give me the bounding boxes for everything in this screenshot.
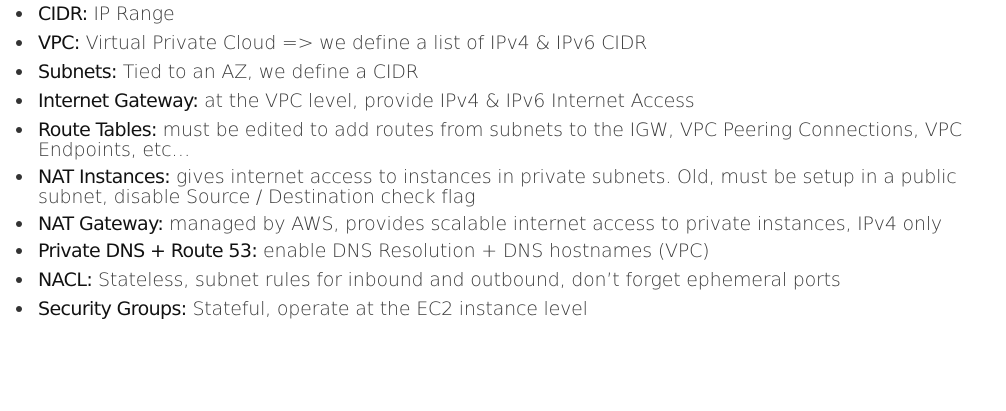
item-description: must be edited to add routes from subnet… (38, 119, 962, 161)
list-item-cidr: CIDR: IP Range (12, 4, 1002, 24)
bullet-list: CIDR: IP Range VPC: Virtual Private Clou… (12, 4, 1002, 328)
bullet-icon (16, 98, 22, 104)
item-term: Internet Gateway: (38, 90, 199, 112)
bullet-icon (16, 277, 22, 283)
item-term: NAT Gateway: (38, 213, 164, 235)
bullet-icon (16, 40, 22, 46)
item-term: Subnets: (38, 61, 117, 83)
list-item-vpc: VPC: Virtual Private Cloud => we define … (12, 33, 1002, 53)
bullet-icon (16, 306, 22, 312)
bullet-icon (16, 11, 22, 17)
list-item-security-groups: Security Groups: Stateful, operate at th… (12, 299, 1002, 319)
item-description: enable DNS Resolution + DNS hostnames (V… (257, 240, 710, 262)
item-term: VPC: (38, 32, 80, 54)
item-description: Stateless, subnet rules for inbound and … (92, 269, 841, 291)
list-item-nat-instances: NAT Instances: gives internet access to … (12, 167, 1002, 207)
list-item-route-tables: Route Tables: must be edited to add rout… (12, 120, 1002, 160)
item-description: managed by AWS, provides scalable intern… (163, 213, 942, 235)
list-item-nacl: NACL: Stateless, subnet rules for inboun… (12, 270, 1002, 290)
item-term: NAT Instances: (38, 166, 171, 188)
item-term: NACL: (38, 269, 93, 291)
item-description: gives internet access to instances in pr… (38, 166, 957, 208)
bullet-icon (16, 174, 22, 180)
list-item-internet-gateway: Internet Gateway: at the VPC level, prov… (12, 91, 1002, 111)
list-item-nat-gateway: NAT Gateway: managed by AWS, provides sc… (12, 214, 1002, 234)
bullet-icon (16, 127, 22, 133)
list-item-subnets: Subnets: Tied to an AZ, we define a CIDR (12, 62, 1002, 82)
item-term: Private DNS + Route 53: (38, 240, 258, 262)
item-description: IP Range (87, 3, 175, 25)
item-description: Virtual Private Cloud => we define a lis… (79, 32, 648, 54)
list-item-private-dns: Private DNS + Route 53: enable DNS Resol… (12, 241, 1002, 261)
item-description: at the VPC level, provide IPv4 & IPv6 In… (198, 90, 695, 112)
item-term: Security Groups: (38, 298, 187, 320)
item-description: Stateful, operate at the EC2 instance le… (186, 298, 588, 320)
bullet-icon (16, 248, 22, 254)
item-term: CIDR: (38, 3, 88, 25)
item-description: Tied to an AZ, we define a CIDR (116, 61, 419, 83)
bullet-icon (16, 69, 22, 75)
bullet-icon (16, 221, 22, 227)
item-term: Route Tables: (38, 119, 157, 141)
